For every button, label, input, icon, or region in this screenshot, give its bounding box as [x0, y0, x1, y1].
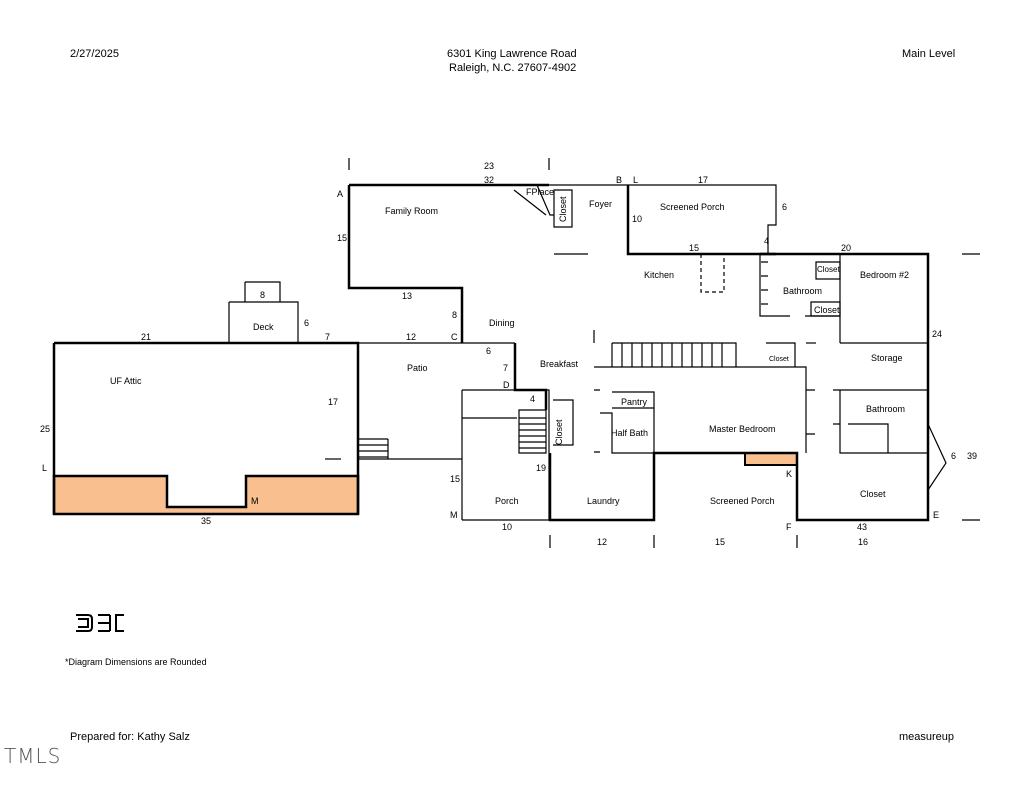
- room-deck: Deck: [253, 322, 274, 332]
- dim-20: 20: [841, 243, 851, 253]
- dim-35: 35: [201, 516, 211, 526]
- dim-7-dining: 7: [503, 363, 508, 373]
- room-porch: Porch: [495, 496, 519, 506]
- dim-6-deck: 6: [304, 318, 309, 328]
- dec-logo-icon: [76, 614, 124, 632]
- dim-6-top: 6: [782, 202, 787, 212]
- dim-16: 16: [858, 537, 868, 547]
- dimensions-note: *Diagram Dimensions are Rounded: [65, 657, 207, 667]
- dim-21: 21: [141, 332, 151, 342]
- address-line2: Raleigh, N.C. 27607-4902: [449, 62, 577, 74]
- room-fplace: FPlace: [526, 187, 554, 197]
- room-dining: Dining: [489, 318, 515, 328]
- dim-8-deck: 8: [260, 290, 265, 300]
- dim-6-dining: 6: [486, 346, 491, 356]
- room-closet-6: Closet: [860, 489, 886, 499]
- dim-4-top: 4: [764, 236, 769, 246]
- dim-15-kitchen: 15: [689, 243, 699, 253]
- dim-7-deck: 7: [325, 332, 330, 342]
- dim-15-porch: 15: [450, 474, 460, 484]
- dim-25: 25: [40, 424, 50, 434]
- marker-m-attic: M: [251, 496, 259, 506]
- room-closet-4: Closet: [769, 356, 789, 363]
- room-foyer: Foyer: [589, 199, 612, 209]
- marker-f: F: [786, 522, 792, 532]
- tmls-logo: TMLS: [4, 744, 62, 768]
- dim-13: 13: [402, 291, 412, 301]
- marker-l-top: L: [633, 175, 638, 185]
- marker-a: A: [337, 189, 343, 199]
- dim-4-mid: 4: [530, 394, 535, 404]
- room-bathroom-1: Bathroom: [783, 286, 822, 296]
- marker-m-porch: M: [450, 510, 458, 520]
- dim-10: 10: [632, 214, 642, 224]
- marker-e: E: [933, 510, 939, 520]
- dim-19: 19: [536, 463, 546, 473]
- dim-17-top: 17: [698, 175, 708, 185]
- room-kitchen: Kitchen: [644, 270, 674, 280]
- dim-39: 39: [967, 451, 977, 461]
- room-closet-1: Closet: [558, 196, 568, 222]
- marker-k: K: [786, 469, 792, 479]
- room-laundry: Laundry: [587, 496, 620, 506]
- room-storage: Storage: [871, 353, 903, 363]
- shaded-attic-area: [52, 474, 360, 516]
- dim-6-right: 6: [951, 451, 956, 461]
- dim-17-attic: 17: [328, 397, 338, 407]
- interior-walls: [228, 158, 980, 548]
- room-family-room: Family Room: [385, 206, 438, 216]
- room-breakfast: Breakfast: [540, 359, 579, 369]
- dim-43: 43: [857, 522, 867, 532]
- dim-32: 32: [484, 175, 494, 185]
- room-pantry: Pantry: [621, 397, 648, 407]
- dim-12-bottom: 12: [597, 537, 607, 547]
- dim-23: 23: [484, 161, 494, 171]
- shaded-master-area: [744, 452, 798, 466]
- dim-15-bottom: 15: [715, 537, 725, 547]
- dim-24: 24: [932, 329, 942, 339]
- room-half-bath: Half Bath: [611, 428, 648, 438]
- level-label: Main Level: [902, 48, 956, 60]
- marker-d: D: [503, 380, 510, 390]
- room-bedroom2: Bedroom #2: [860, 270, 909, 280]
- room-screened-porch-bottom: Screened Porch: [710, 496, 775, 506]
- marker-b: B: [616, 175, 622, 185]
- brand-label: measureup: [899, 731, 955, 743]
- marker-c: C: [451, 332, 458, 342]
- dim-10-bottom: 10: [502, 522, 512, 532]
- address-line1: 6301 King Lawrence Road: [447, 48, 577, 60]
- room-master-bedroom: Master Bedroom: [709, 424, 776, 434]
- room-closet-2: Closet: [817, 265, 840, 274]
- room-closet-3: Closet: [814, 305, 840, 315]
- room-patio: Patio: [407, 363, 428, 373]
- room-bathroom-2: Bathroom: [866, 404, 905, 414]
- marker-l-left: L: [42, 463, 47, 473]
- dim-12-patio: 12: [406, 332, 416, 342]
- prepared-for: Prepared for: Kathy Salz: [70, 731, 190, 743]
- date-label: 2/27/2025: [70, 48, 119, 60]
- room-closet-5: Closet: [554, 419, 564, 445]
- dim-15-left: 15: [337, 233, 347, 243]
- room-screened-porch-top: Screened Porch: [660, 202, 725, 212]
- dim-8-dining: 8: [452, 310, 457, 320]
- room-uf-attic: UF Attic: [110, 376, 142, 386]
